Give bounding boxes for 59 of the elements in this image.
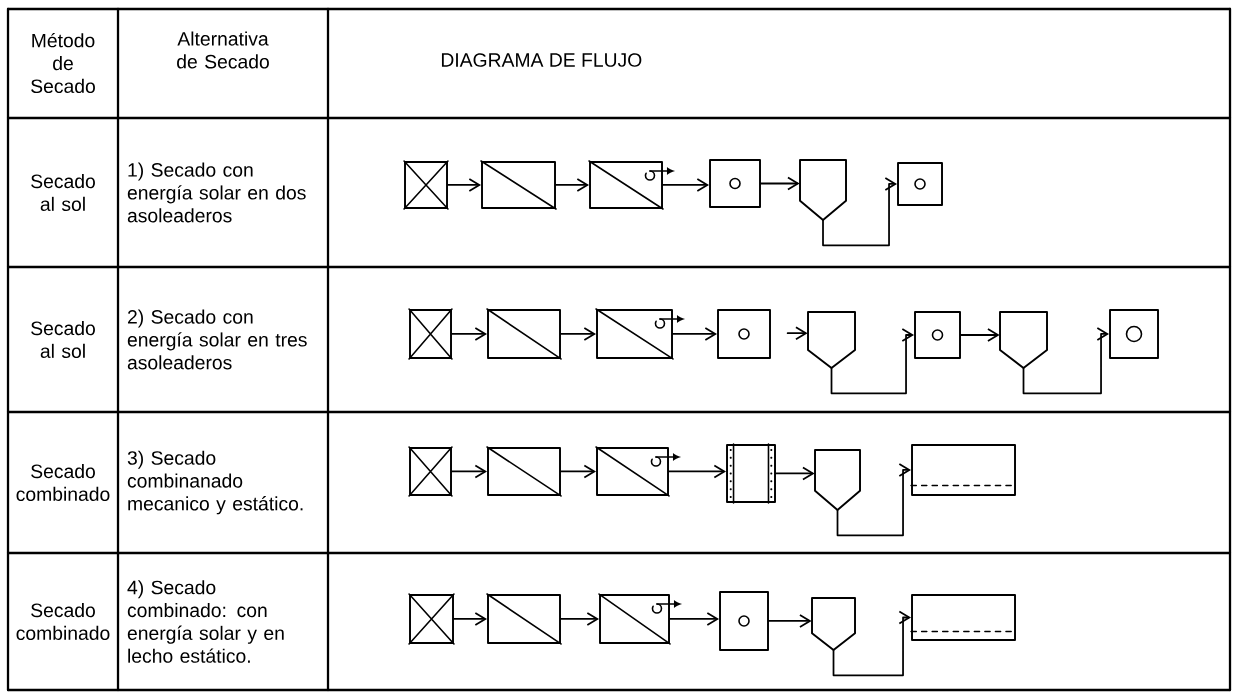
hopper [814,449,861,511]
method-label: Secado combinado [16,464,110,501]
arrow [447,178,482,192]
circle-box [719,591,769,651]
alternative-description: 2) Secado con energía solar en tres asoleaderos [127,309,307,370]
arrow [672,327,718,341]
circle-box [914,311,961,359]
fan-dryer-box [595,446,680,497]
column-heading: DIAGRAMA DE FLUJO [441,53,642,67]
arrow [960,328,1000,342]
arrow [662,178,710,192]
diagonal-box [486,593,562,645]
arrow [555,178,590,192]
column-heading: Alternativa de Secado [177,31,269,69]
fan-dryer-box [595,308,684,360]
diagonal-box [486,308,562,360]
arrow [560,612,600,626]
arrow [669,612,720,626]
arrow [786,326,808,341]
circle-box [1109,309,1159,359]
hopper [811,597,856,651]
arrow [668,464,727,479]
column-heading: Método de Secado [31,32,95,94]
arrow [453,612,488,626]
arrow [836,463,912,537]
fan-dryer-box [598,593,681,645]
circle-box [709,159,761,208]
circle-box [897,162,943,206]
alternative-description: 1) Secado con energía solar en dos asoleaderos [127,162,306,223]
method-label: Secado al sol [31,321,95,358]
crossed-box [408,446,453,497]
crossed-box [403,160,449,210]
arrow [760,176,800,191]
bed-box [910,594,1017,641]
hopper [799,159,847,221]
arrow [768,614,812,628]
arrow [830,328,915,395]
hopper [999,311,1048,369]
bed-box [910,444,1017,496]
circle-box [717,309,771,359]
arrow [822,177,898,247]
diagonal-box [486,446,562,497]
fan-dryer-box [588,160,674,210]
arrow [451,464,488,479]
arrow [1022,327,1110,395]
alternative-description: 3) Secado combinanado mecanico y estático. [127,450,303,515]
crossed-box [408,308,453,360]
arrow [560,327,597,341]
arrow [451,327,488,341]
hopper [807,311,856,369]
crossed-box [408,593,455,645]
arrow [775,466,815,481]
diagonal-box [480,160,557,210]
alternative-description: 4) Secado combinado: con energía solar y en lecho estático. [127,580,284,663]
method-label: Secado combinado [16,603,110,640]
packed-column [726,443,776,504]
arrow [560,464,597,479]
method-label: Secado al sol [31,174,95,211]
arrow [832,610,912,677]
